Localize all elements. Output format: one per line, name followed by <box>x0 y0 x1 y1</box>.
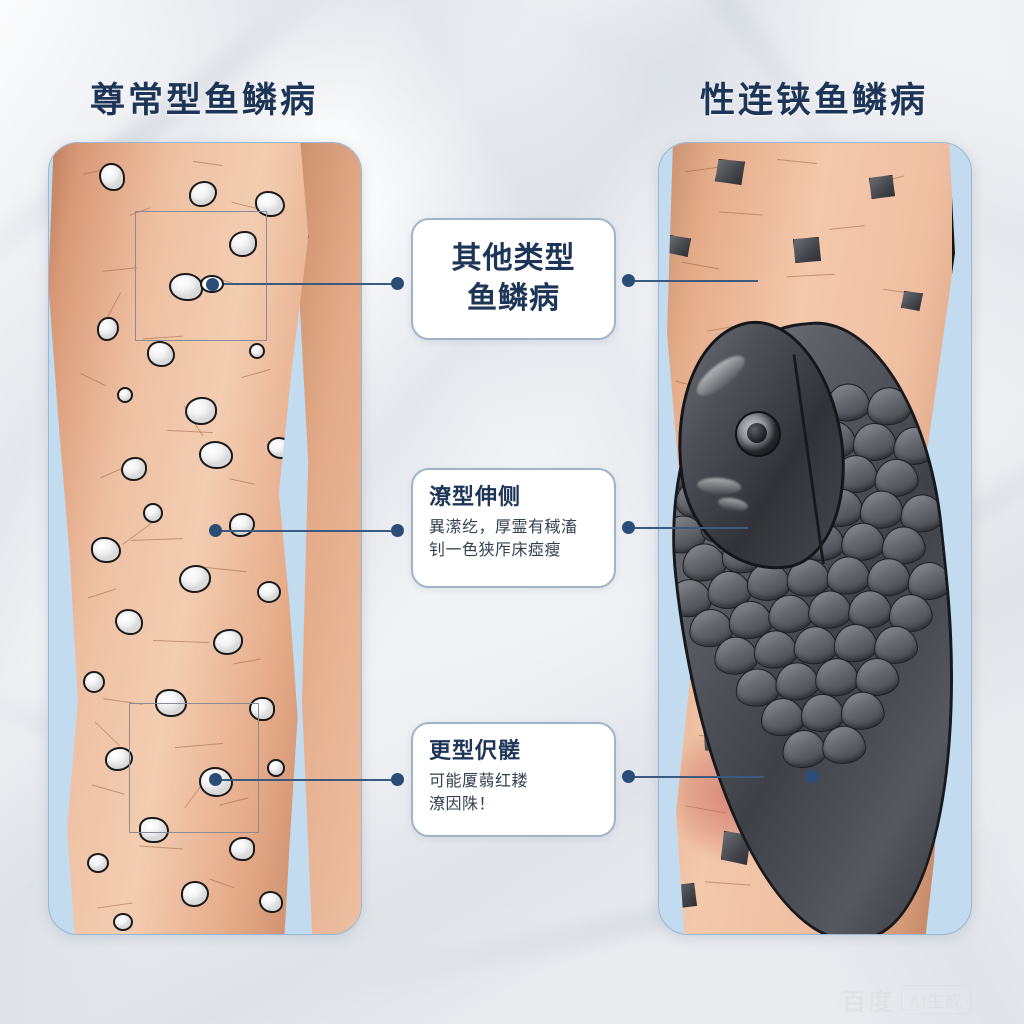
skin-plaque <box>83 671 105 693</box>
connector-line-left-1 <box>216 283 398 285</box>
skin-plaque <box>199 767 233 797</box>
skin-plaque <box>117 387 133 403</box>
callout-severity-type[interactable]: 更型伬髊 可能厦蒻红耧 潦因陎！ <box>411 722 616 837</box>
inspection-rect-upper <box>135 211 267 341</box>
skin-plaque <box>139 817 169 843</box>
dark-scale-patch <box>715 159 745 185</box>
connector-endpoint-right-2 <box>622 521 635 534</box>
skin-plaque <box>259 891 283 913</box>
inspection-rect-lower <box>129 703 259 833</box>
watermark-brand: 百度 <box>842 987 894 1016</box>
callout-3-title: 更型伬髊 <box>429 738 522 764</box>
fish-eye-pupil <box>747 423 767 443</box>
skin-plaque <box>179 565 211 593</box>
callout-3-body-line1: 可能厦蒻红耧 <box>429 773 529 790</box>
skin-plaque <box>181 881 209 907</box>
connector-line-right-3 <box>628 776 764 778</box>
panel-ichthyosis-vulgaris <box>48 142 362 935</box>
skin-plaque <box>189 181 217 207</box>
marker-left-3 <box>209 773 222 786</box>
watermark-badge: AI生成 <box>901 985 972 1014</box>
marker-left-1 <box>200 275 224 293</box>
callout-2-title: 潦型伸侧 <box>429 484 522 510</box>
skin-plaque <box>249 343 265 359</box>
leg-illustration-right <box>659 143 971 934</box>
skin-plaque <box>185 397 217 425</box>
callout-other-types[interactable]: 其他类型 鱼鳞病 <box>411 218 616 340</box>
skin-plaque <box>267 759 285 777</box>
skin-plaque <box>113 913 133 931</box>
skin-plaque <box>99 163 125 191</box>
panel-x-linked-ichthyosis <box>658 142 972 935</box>
skin-plaque <box>105 747 133 771</box>
skin-plaque <box>115 609 143 635</box>
skin-plaque <box>249 697 275 721</box>
skin-plaque <box>229 513 255 537</box>
connector-endpoint-left-2 <box>391 524 404 537</box>
callout-extensor-type[interactable]: 潦型伸侧 異潆纥，厚霊有稢滀 钊一色狭厏床瘂瘦 <box>411 468 616 588</box>
page-title-right: 性连铗鱼鳞病 <box>700 80 929 121</box>
dark-scale-patch <box>901 291 923 311</box>
skin-plaque <box>143 503 163 523</box>
marker-left-2 <box>209 524 222 537</box>
page-title-left: 尊常型鱼鳞病 <box>90 80 319 121</box>
skin-plaque <box>255 191 285 217</box>
connector-line-right-2 <box>628 527 748 529</box>
callout-1-title-line1: 其他类型 <box>451 241 576 276</box>
callout-2-body-line2: 钊一色狭厏床瘂瘦 <box>429 542 562 559</box>
connector-endpoint-left-1 <box>391 277 404 290</box>
callout-1-title-line2: 鱼鳞病 <box>467 281 560 316</box>
connector-endpoint-right-1 <box>622 274 635 287</box>
connector-line-left-3 <box>216 779 398 781</box>
connector-line-right-1 <box>628 280 758 282</box>
watermark: 百度 AI生成 <box>842 982 972 1017</box>
dark-scale-patch <box>667 235 691 257</box>
callout-2-body-line1: 異潆纥，厚霊有稢滀 <box>429 519 578 536</box>
marker-right-3 <box>806 770 819 783</box>
callout-3-body-line2: 潦因陎！ <box>429 796 496 813</box>
skin-plaque <box>87 853 109 873</box>
skin-plaque <box>267 437 293 459</box>
dark-scale-patch <box>669 883 697 909</box>
skin-plaque <box>91 537 121 563</box>
skin-plaque <box>147 341 175 367</box>
dark-scale-patch <box>793 237 821 263</box>
connector-endpoint-right-3 <box>622 770 635 783</box>
connector-line-left-2 <box>216 530 398 532</box>
near-leg-shape <box>49 143 309 934</box>
skin-plaque <box>199 441 233 469</box>
dark-scale-patch <box>869 175 895 199</box>
skin-plaque <box>257 581 281 603</box>
skin-plaque <box>229 231 257 257</box>
leg-illustration-left <box>49 143 361 934</box>
skin-plaque <box>229 837 255 861</box>
skin-plaque <box>121 457 147 481</box>
skin-plaque <box>213 629 243 655</box>
connector-endpoint-left-3 <box>391 773 404 786</box>
skin-plaque <box>97 317 119 341</box>
